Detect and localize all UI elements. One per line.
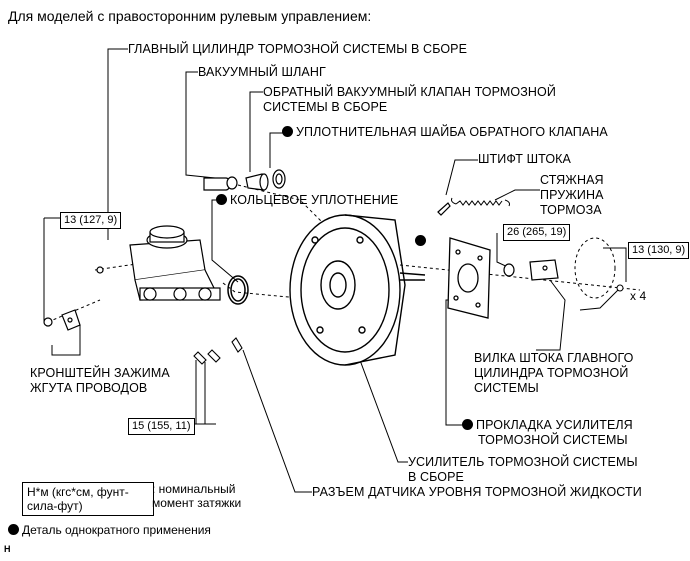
non-reusable-dot-icon: [415, 235, 426, 246]
non-reusable-dot-icon: [216, 194, 227, 205]
fluid-level-connectors: [193, 337, 243, 365]
quantity-label: x 4: [630, 289, 647, 303]
leader-spring: [494, 189, 540, 201]
figure-mark: H: [4, 544, 11, 554]
booster-gasket: [447, 237, 491, 319]
leader-torque-13-right: [579, 287, 621, 311]
label-spring-line2: ПРУЖИНА: [540, 188, 604, 202]
legend-torque-desc-line2: момент затяжки: [152, 496, 242, 510]
non-reusable-dot-icon: [8, 524, 19, 535]
leader-booster: [344, 319, 408, 463]
label-spring-line3: ТОРМОЗА: [540, 203, 602, 217]
label-o-ring: КОЛЬЦЕВОЕ УПЛОТНЕНИЕ: [216, 193, 398, 208]
leader-fluid-connector: [242, 349, 312, 493]
label-check-valve-line1: ОБРАТНЫЙ ВАКУУМНЫЙ КЛАПАН ТОРМОЗНОЙ: [263, 85, 556, 99]
leader-grommet: [269, 132, 284, 168]
label-spring-line1: СТЯЖНАЯ: [540, 173, 604, 187]
legend-torque-unit-box: Н*м (кгс*см, фунт-сила-фут): [22, 482, 154, 516]
leader-clamp-bracket: [51, 325, 81, 356]
label-fluid-level-connector: РАЗЪЕМ ДАТЧИКА УРОВНЯ ТОРМОЗНОЙ ЖИДКОСТИ: [312, 485, 642, 499]
master-cylinder-clevis: [503, 259, 559, 281]
leader-gasket: [445, 299, 470, 426]
push-rod-pin: [437, 202, 451, 216]
label-check-valve-line2: СИСТЕМЫ В СБОРЕ: [263, 100, 388, 114]
check-valve: [245, 169, 286, 191]
leader-clevis: [536, 279, 566, 351]
label-clevis-line3: СИСТЕМЫ: [474, 381, 539, 395]
label-booster-line2: В СБОРЕ: [408, 470, 464, 484]
legend-torque-desc: : номинальный момент затяжки: [152, 482, 241, 510]
label-booster-line1: УСИЛИТЕЛЬ ТОРМОЗНОЙ СИСТЕМЫ: [408, 455, 638, 469]
leader-master-cylinder: [107, 48, 128, 240]
label-push-rod-pin: ШТИФТ ШТОКА: [478, 152, 571, 166]
o-ring: [227, 275, 249, 305]
nut: [616, 284, 624, 292]
leader-pin: [445, 159, 478, 196]
label-gasket-line1: ПРОКЛАДКА УСИЛИТЕЛЯ: [462, 418, 633, 433]
master-cylinder: [43, 225, 221, 327]
torque-spec-13-left: 13 (127, 9): [60, 212, 122, 229]
label-master-cylinder: ГЛАВНЫЙ ЦИЛИНДР ТОРМОЗНОЙ СИСТЕМЫ В СБОР…: [128, 42, 468, 56]
legend-non-reusable: Деталь однократного применения: [8, 523, 211, 537]
leader-o-ring: [211, 199, 239, 283]
leader-check-valve: [249, 91, 263, 172]
leader-vacuum-hose: [185, 71, 216, 179]
page-title: Для моделей с правосторонним рулевым упр…: [8, 8, 372, 24]
nut: [43, 317, 53, 327]
label-gasket-line2: ТОРМОЗНОЙ СИСТЕМЫ: [478, 433, 628, 447]
brake-spring: [451, 197, 510, 207]
label-clevis-line2: ЦИЛИНДРА ТОРМОЗНОЙ: [474, 366, 629, 380]
label-check-valve-grommet: УПЛОТНИТЕЛЬНАЯ ШАЙБА ОБРАТНОГО КЛАПАНА: [282, 125, 608, 140]
clamp-bracket: [61, 309, 81, 331]
torque-spec-26: 26 (265, 19): [503, 224, 571, 241]
non-reusable-dot-icon: [462, 419, 473, 430]
torque-spec-15: 15 (155, 11): [128, 418, 195, 435]
label-clamp-bracket-line1: КРОНШТЕЙН ЗАЖИМА: [30, 366, 170, 380]
label-vacuum-hose: ВАКУУМНЫЙ ШЛАНГ: [198, 65, 326, 79]
label-clamp-bracket-line2: ЖГУТА ПРОВОДОВ: [30, 381, 148, 395]
vacuum-hose: [203, 176, 238, 191]
brake-booster: [289, 214, 426, 366]
label-clevis-line1: ВИЛКА ШТОКА ГЛАВНОГО: [474, 351, 634, 365]
non-reusable-dot-icon: [282, 126, 293, 137]
dashboard-outline: [574, 237, 616, 299]
torque-spec-13-right: 13 (130, 9): [628, 242, 690, 259]
nut: [96, 266, 104, 274]
legend-torque-desc-line1: : номинальный: [152, 482, 236, 496]
